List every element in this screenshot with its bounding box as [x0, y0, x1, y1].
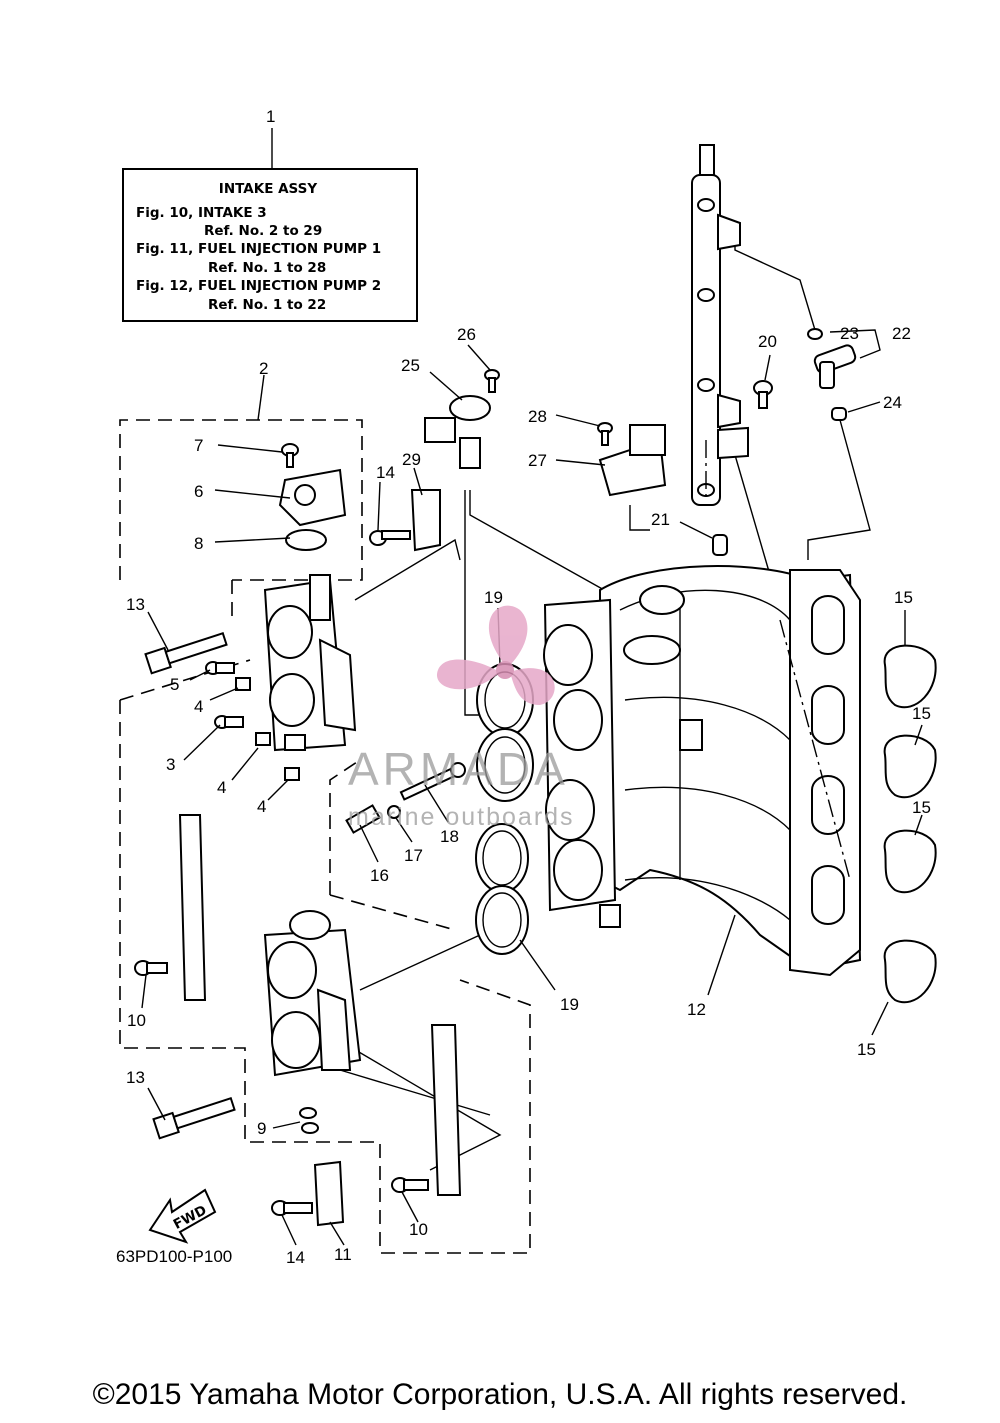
callout-19-upper: 19 — [484, 588, 503, 607]
callout-2: 2 — [259, 359, 268, 378]
callout-21: 21 — [651, 510, 670, 529]
callout-27: 27 — [528, 451, 547, 470]
callout-14-lower: 14 — [286, 1248, 305, 1267]
fwd-arrow: FWD — [148, 1188, 217, 1244]
callout-24: 24 — [883, 393, 902, 412]
bolt-20 — [753, 380, 773, 409]
callout-20: 20 — [758, 332, 777, 351]
watermark-tagline: marine outboards — [348, 803, 575, 831]
upper-throttle-body — [263, 574, 357, 752]
info-box-title: INTAKE ASSY — [219, 181, 318, 197]
sensor-27 — [597, 422, 667, 497]
armada-watermark: ARMADA marine outboards — [348, 605, 575, 831]
callout-5: 5 — [170, 675, 179, 694]
watermark-brand: ARMADA — [348, 743, 569, 795]
callout-10-right: 10 — [409, 1220, 428, 1239]
armada-propeller-logo — [436, 605, 555, 705]
bolts-13 — [144, 632, 236, 1140]
info-box-line-6: Ref. No. 1 to 22 — [208, 297, 326, 313]
callout-15-b: 15 — [912, 704, 931, 723]
callout-11: 11 — [334, 1245, 352, 1264]
callout-3: 3 — [166, 755, 175, 774]
callout-7: 7 — [194, 436, 203, 455]
callout-15-a: 15 — [894, 588, 913, 607]
bracket-29 — [369, 489, 441, 552]
callout-leaders — [141, 329, 923, 1246]
callout-28: 28 — [528, 407, 547, 426]
callout-numbers: 1 2 7 6 8 13 5 4 3 4 4 14 29 25 26 28 27… — [126, 107, 931, 1267]
callout-14-upper: 14 — [376, 463, 395, 482]
callout-8: 8 — [194, 534, 203, 553]
manifold-gaskets — [883, 644, 937, 1004]
callout-15-d: 15 — [857, 1040, 876, 1059]
lower-throttle-body — [263, 910, 362, 1077]
callout-4-b: 4 — [217, 778, 226, 797]
copyright-notice: ©2015 Yamaha Motor Corporation, U.S.A. A… — [92, 1378, 908, 1411]
callout-1: 1 — [266, 107, 275, 126]
linkage-parts — [345, 762, 466, 834]
intake-manifold — [543, 565, 862, 977]
intake-assy-info-box: INTAKE ASSY Fig. 10, INTAKE 3 Ref. No. 2… — [122, 128, 418, 322]
callout-12: 12 — [687, 1000, 706, 1019]
callout-10-left: 10 — [127, 1011, 146, 1030]
callout-26: 26 — [457, 325, 476, 344]
callout-29: 29 — [402, 450, 421, 469]
callout-9: 9 — [257, 1119, 266, 1138]
diagram-code: 63PD100-P100 — [116, 1247, 232, 1266]
callout-18: 18 — [440, 827, 459, 846]
callout-13-lower: 13 — [126, 1068, 145, 1087]
throttle-position-sensor — [278, 443, 347, 551]
callout-6: 6 — [194, 482, 203, 501]
callout-23: 23 — [840, 324, 859, 343]
callout-4-a: 4 — [194, 697, 203, 716]
info-box-line-5: Fig. 12, FUEL INJECTION PUMP 2 — [136, 278, 381, 294]
callout-25: 25 — [401, 356, 420, 375]
info-box-line-2: Ref. No. 2 to 29 — [204, 223, 322, 239]
callout-13-upper: 13 — [126, 595, 145, 614]
sleeve-21 — [712, 534, 728, 556]
screws-and-springs — [205, 661, 300, 781]
link-plates — [134, 814, 462, 1227]
callout-4-c: 4 — [257, 797, 266, 816]
info-box-line-3: Fig. 11, FUEL INJECTION PUMP 1 — [136, 241, 381, 257]
callout-15-c: 15 — [912, 798, 931, 817]
callout-22: 22 — [892, 324, 911, 343]
callout-19-lower: 19 — [560, 995, 579, 1014]
fuel-rail — [691, 144, 749, 506]
info-box-line-4: Ref. No. 1 to 28 — [208, 260, 326, 276]
info-box-line-1: Fig. 10, INTAKE 3 — [136, 205, 267, 221]
pressure-sensor-25 — [424, 369, 500, 469]
fuel-injector — [807, 328, 857, 421]
callout-17: 17 — [404, 846, 423, 865]
callout-16: 16 — [370, 866, 389, 885]
